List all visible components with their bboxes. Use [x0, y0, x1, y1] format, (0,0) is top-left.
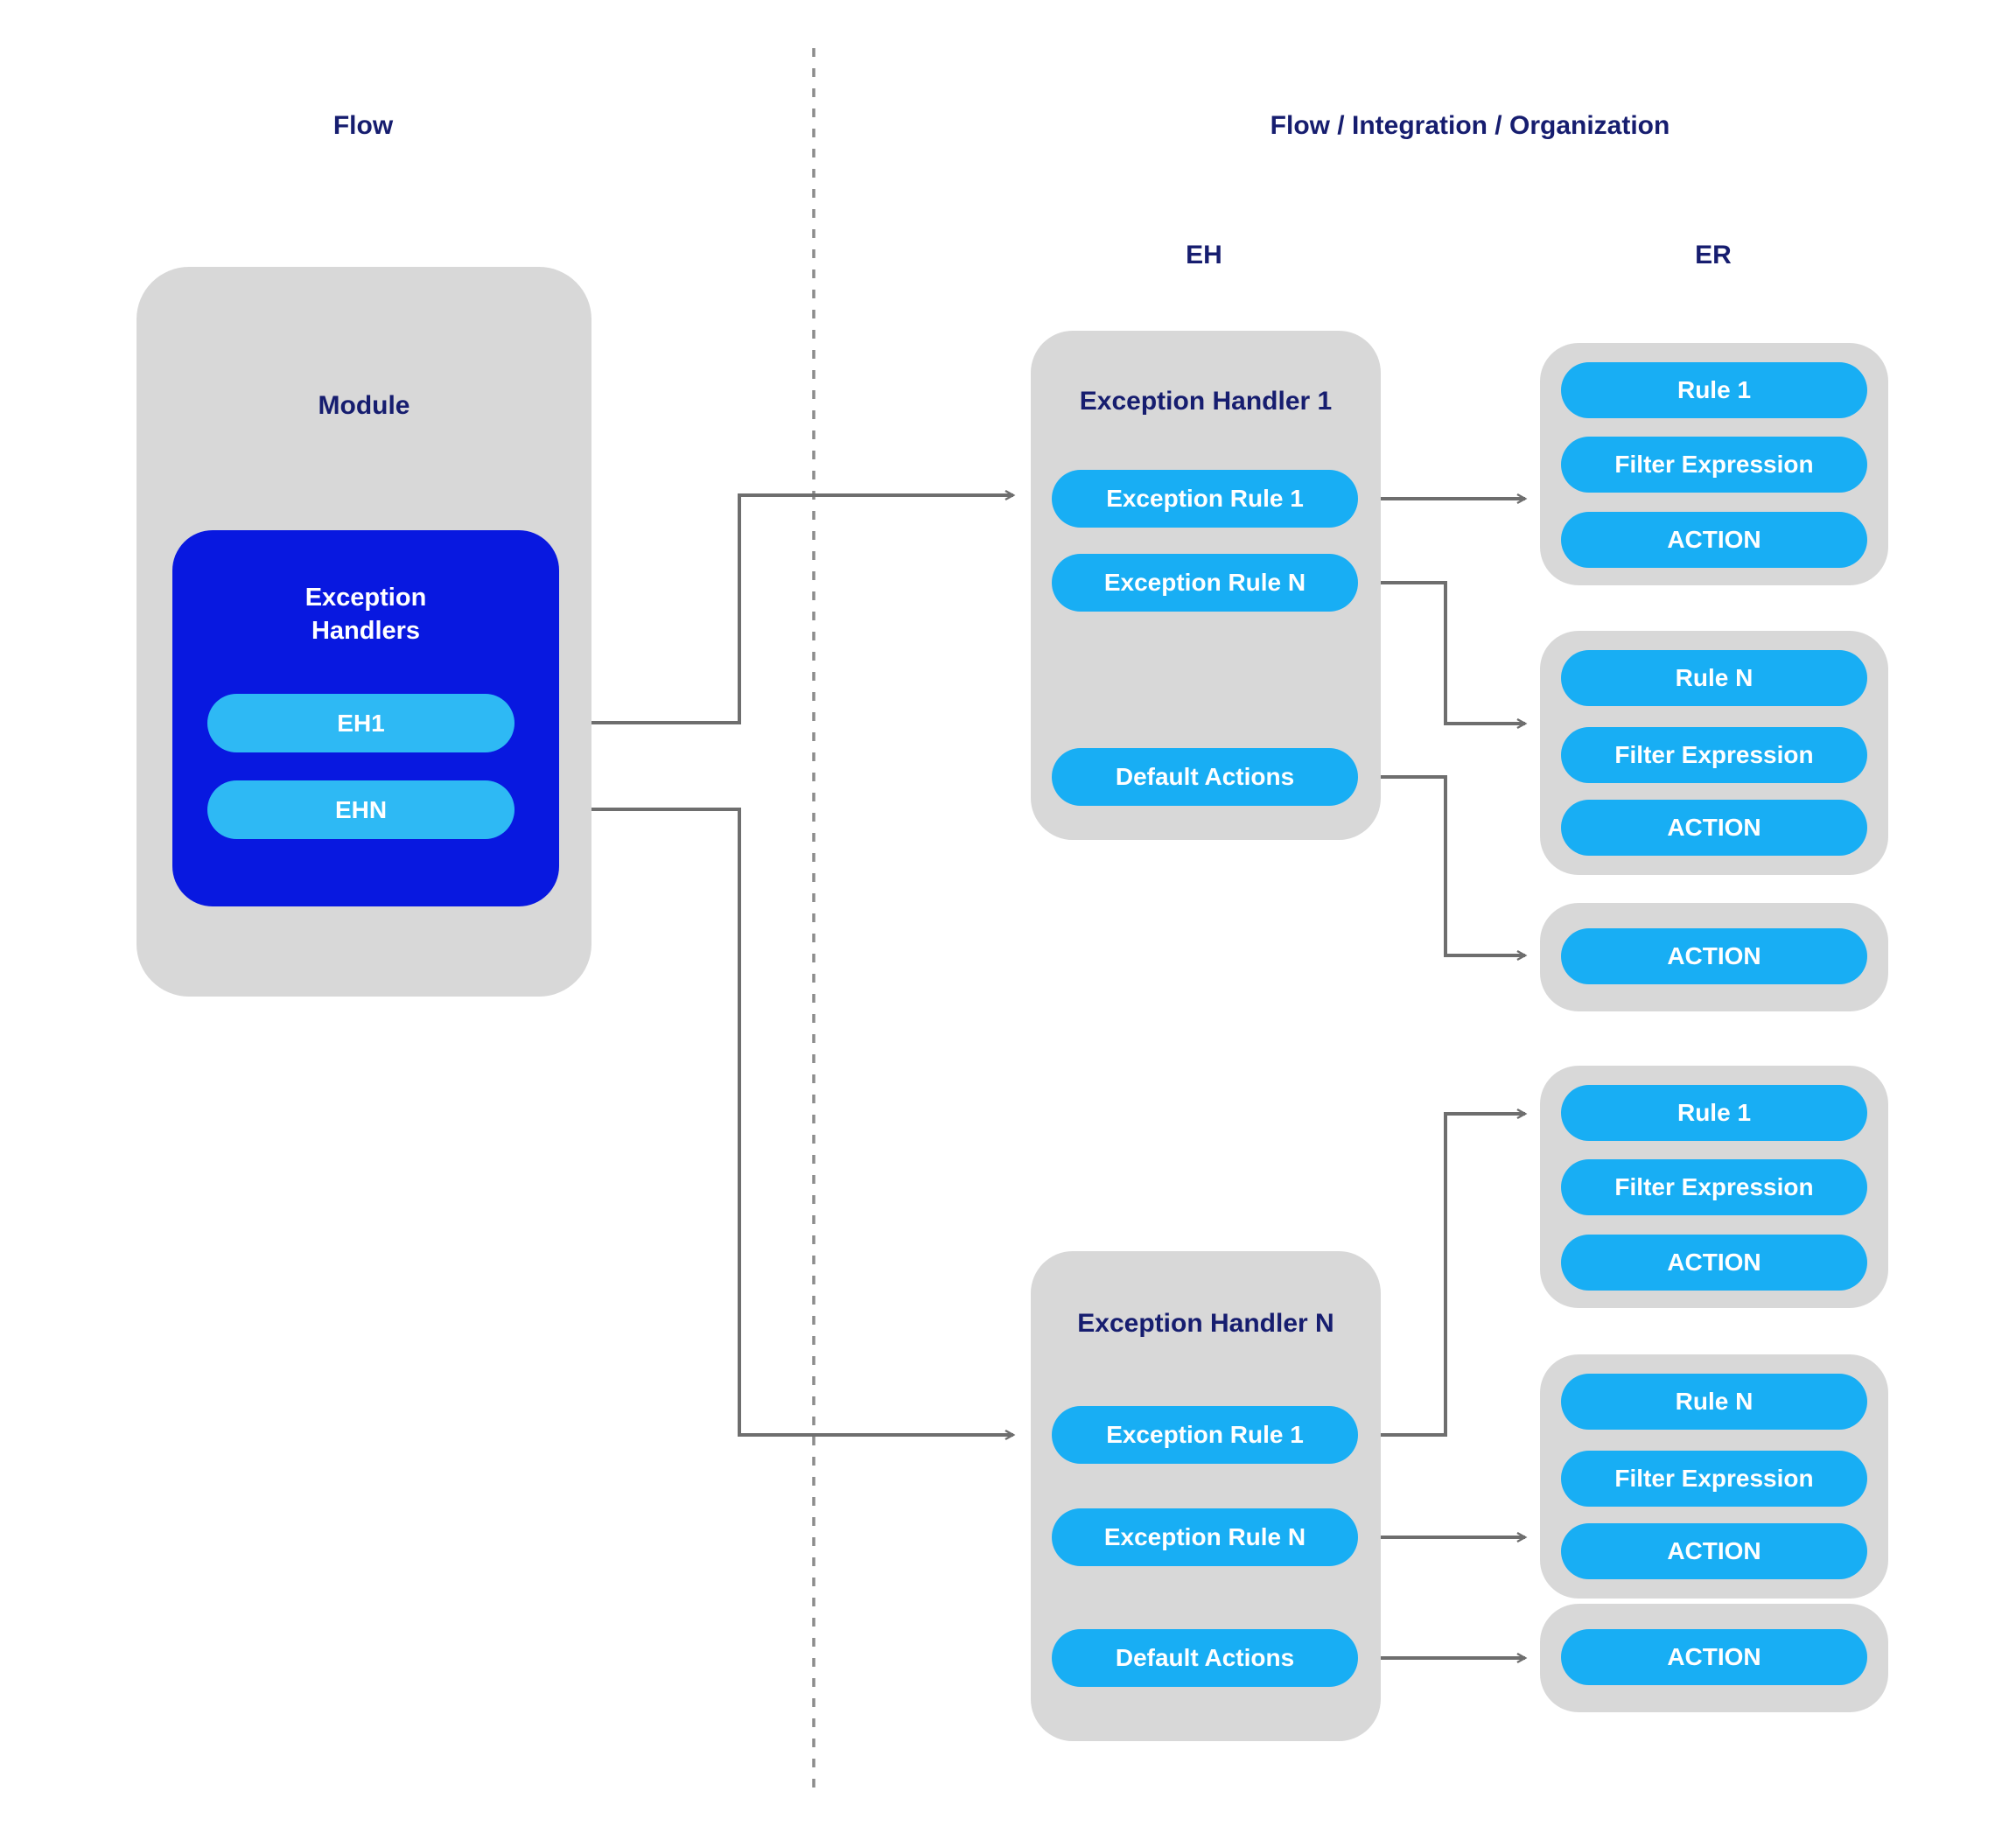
rule-group-5-rule-pill: Rule N [1561, 1374, 1867, 1430]
rule-group-4-rule-pill: Rule 1 [1561, 1085, 1867, 1141]
arrow-exception-rule-n-to-rule-group-2 [1358, 581, 1525, 724]
module-title: Module [318, 391, 410, 420]
handler1-exception-rule-n-pill: Exception Rule N [1052, 554, 1358, 612]
action-group-6-pill: ACTION [1561, 1629, 1867, 1685]
eh1-pill: EH1 [207, 694, 514, 752]
arrow-eh1-to-handler-1 [514, 495, 1013, 724]
handler1-exception-rule-1-pill: Exception Rule 1 [1052, 470, 1358, 528]
eh-column-label: EH [1186, 241, 1222, 269]
er-column-label: ER [1695, 241, 1732, 269]
rule-group-1-action-pill: ACTION [1561, 512, 1867, 568]
action-group-3-pill: ACTION [1561, 928, 1867, 984]
rule-group-1-rule-pill: Rule 1 [1561, 362, 1867, 418]
rule-group-5-action-pill: ACTION [1561, 1523, 1867, 1579]
rule-group-1-filter-pill: Filter Expression [1561, 437, 1867, 493]
exception-handler-n-title: Exception Handler N [1077, 1309, 1334, 1338]
arrow-handler-n-rule-1-to-rule-group-4 [1358, 1114, 1525, 1437]
ehn-pill: EHN [207, 780, 514, 839]
handler-n-default-actions-pill: Default Actions [1052, 1629, 1358, 1687]
arrow-default-actions-to-action-group-3 [1358, 775, 1525, 955]
rule-group-2-filter-pill: Filter Expression [1561, 727, 1867, 783]
exception-handlers-title: Exception Handlers [304, 584, 427, 645]
rule-group-2-action-pill: ACTION [1561, 800, 1867, 856]
right-section-title: Flow / Integration / Organization [1270, 111, 1670, 140]
rule-group-4-filter-pill: Filter Expression [1561, 1159, 1867, 1215]
rule-group-5-filter-pill: Filter Expression [1561, 1451, 1867, 1507]
arrow-ehn-to-handler-n [514, 808, 1013, 1435]
handler-n-exception-rule-1-pill: Exception Rule 1 [1052, 1406, 1358, 1464]
rule-group-4-action-pill: ACTION [1561, 1235, 1867, 1291]
handler1-default-actions-pill: Default Actions [1052, 748, 1358, 806]
rule-group-2-rule-pill: Rule N [1561, 650, 1867, 706]
left-section-title: Flow [332, 111, 394, 140]
handler-n-exception-rule-n-pill: Exception Rule N [1052, 1508, 1358, 1566]
exception-handler-1-title: Exception Handler 1 [1079, 387, 1333, 416]
